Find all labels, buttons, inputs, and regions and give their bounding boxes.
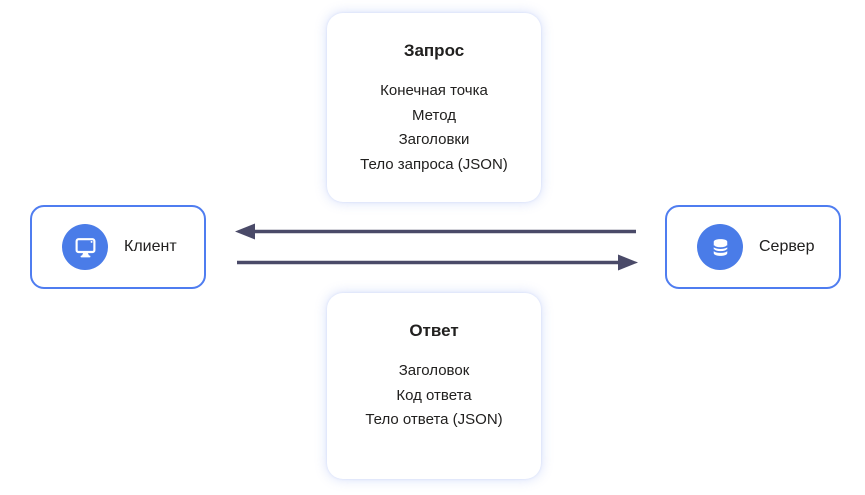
monitor-icon [75, 237, 95, 257]
request-items: Конечная точка Метод Заголовки Тело запр… [327, 79, 541, 177]
response-item-header: Заголовок [398, 362, 470, 379]
request-item-headers: Заголовки [398, 131, 470, 148]
request-title: Запрос [403, 41, 465, 60]
arrow-server-to-client [235, 223, 636, 240]
server-label: Сервер [759, 238, 815, 255]
request-item-endpoint: Конечная точка [380, 82, 488, 99]
request-card: Запрос Конечная точка Метод Заголовки Те… [327, 13, 541, 202]
response-title: Ответ [409, 321, 459, 340]
client-node: Клиент [30, 205, 206, 289]
response-card: Ответ Заголовок Код ответа Тело ответа (… [327, 293, 541, 479]
arrow-client-to-server [237, 254, 638, 271]
database-icon [712, 238, 728, 256]
response-items: Заголовок Код ответа Тело ответа (JSON) [327, 359, 541, 433]
request-item-body: Тело запроса (JSON) [360, 155, 508, 173]
client-label: Клиент [124, 238, 177, 255]
response-item-code: Код ответа [396, 386, 472, 404]
request-item-method: Метод [412, 106, 456, 124]
response-item-body: Тело ответа (JSON) [365, 411, 503, 428]
server-icon-circle [697, 224, 743, 270]
server-node: Сервер [665, 205, 841, 289]
client-icon-circle [62, 224, 108, 270]
